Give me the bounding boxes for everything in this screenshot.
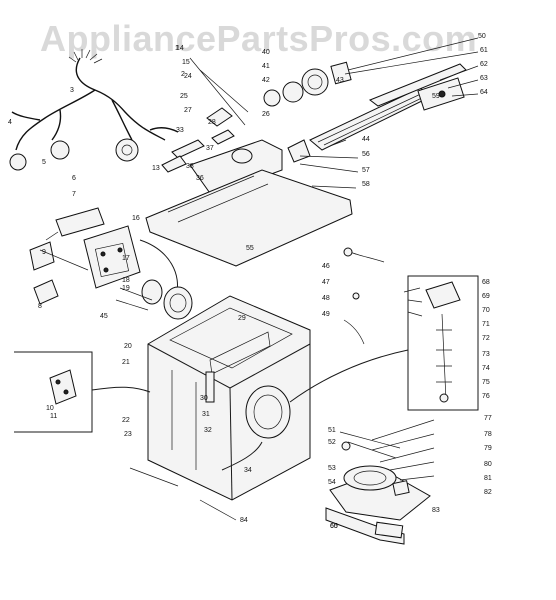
callout-80: 80 bbox=[484, 461, 492, 468]
callout-72: 72 bbox=[482, 335, 490, 342]
leader-lines bbox=[129, 37, 479, 521]
callout-61: 61 bbox=[480, 47, 488, 54]
callout-29: 29 bbox=[238, 315, 246, 322]
callout-71: 71 bbox=[482, 321, 490, 328]
callout-21: 21 bbox=[122, 359, 130, 366]
callout-5: 5 bbox=[42, 159, 46, 166]
callout-65: 65 bbox=[330, 523, 338, 530]
callout-53: 53 bbox=[328, 465, 336, 472]
callout-38: 38 bbox=[186, 163, 194, 170]
callout-36: 36 bbox=[196, 175, 204, 182]
callout-81: 81 bbox=[484, 475, 492, 482]
callout-2: 2 bbox=[181, 71, 185, 78]
callout-22: 22 bbox=[122, 417, 130, 424]
callout-6: 6 bbox=[72, 175, 76, 182]
callout-3: 3 bbox=[70, 87, 74, 94]
callout-63: 63 bbox=[480, 75, 488, 82]
callout-7: 7 bbox=[72, 191, 76, 198]
callout-75: 75 bbox=[482, 379, 490, 386]
callout-74: 74 bbox=[482, 365, 490, 372]
callout-46: 46 bbox=[322, 263, 330, 270]
callout-57: 57 bbox=[362, 167, 370, 174]
callout-45: 45 bbox=[100, 313, 108, 320]
callout-19: 19 bbox=[122, 285, 130, 292]
callout-28: 28 bbox=[208, 119, 216, 126]
callout-1: 1 bbox=[175, 45, 179, 52]
top-cover bbox=[145, 139, 353, 267]
callout-50: 50 bbox=[478, 33, 486, 40]
callout-14: 14 bbox=[176, 45, 184, 52]
callout-8: 8 bbox=[38, 303, 42, 310]
callout-40: 40 bbox=[262, 49, 270, 56]
callout-55: 55 bbox=[246, 245, 254, 252]
callout-33: 33 bbox=[176, 127, 184, 134]
callout-60: 60 bbox=[330, 523, 338, 530]
pump-assembly bbox=[325, 431, 431, 545]
callout-59: 59 bbox=[432, 93, 440, 100]
callout-24: 24 bbox=[184, 73, 192, 80]
callout-84: 84 bbox=[240, 517, 248, 524]
bracket-parts bbox=[29, 207, 105, 305]
callout-51: 51 bbox=[328, 427, 336, 434]
callout-58: 58 bbox=[362, 181, 370, 188]
callout-52: 52 bbox=[328, 439, 336, 446]
callout-25: 25 bbox=[180, 93, 188, 100]
callout-17: 17 bbox=[122, 255, 130, 262]
callout-64: 64 bbox=[480, 89, 488, 96]
callout-77: 77 bbox=[484, 415, 492, 422]
callout-78: 78 bbox=[484, 431, 492, 438]
callout-47: 47 bbox=[322, 279, 330, 286]
callout-26: 26 bbox=[262, 111, 270, 118]
callout-49: 49 bbox=[322, 311, 330, 318]
control-panel-parts bbox=[161, 57, 467, 173]
watermark-text: AppliancePartsPros.com bbox=[40, 18, 478, 59]
callout-43: 43 bbox=[336, 77, 344, 84]
callout-31: 31 bbox=[202, 411, 210, 418]
callout-27: 27 bbox=[184, 107, 192, 114]
callout-4: 4 bbox=[8, 119, 12, 126]
wire-harness bbox=[9, 49, 179, 171]
callout-54: 54 bbox=[328, 479, 336, 486]
callout-13: 13 bbox=[152, 165, 160, 172]
callout-20: 20 bbox=[124, 343, 132, 350]
callout-34: 34 bbox=[244, 467, 252, 474]
callout-73: 73 bbox=[482, 351, 490, 358]
callout-83: 83 bbox=[432, 507, 440, 514]
callout-70: 70 bbox=[482, 307, 490, 314]
callout-41: 41 bbox=[262, 63, 270, 70]
callout-15: 15 bbox=[182, 59, 190, 66]
cabinet bbox=[147, 295, 311, 501]
callout-37: 37 bbox=[206, 145, 214, 152]
callout-18: 18 bbox=[122, 277, 130, 284]
callout-9: 9 bbox=[42, 249, 46, 256]
inset-right-switch bbox=[289, 275, 479, 411]
callout-76: 76 bbox=[482, 393, 490, 400]
blower-assembly bbox=[83, 225, 193, 320]
inset-left-terminal bbox=[14, 351, 151, 433]
callout-48: 48 bbox=[322, 295, 330, 302]
callout-23: 23 bbox=[124, 431, 132, 438]
callout-62: 62 bbox=[480, 61, 488, 68]
callout-44: 44 bbox=[362, 136, 370, 143]
hardware-right bbox=[343, 247, 385, 345]
callout-56: 56 bbox=[362, 151, 370, 158]
callout-labels: 1234567891011131415161718192021222324252… bbox=[8, 33, 492, 530]
callout-32: 32 bbox=[204, 427, 212, 434]
callout-42: 42 bbox=[262, 77, 270, 84]
callout-79: 79 bbox=[484, 445, 492, 452]
callout-82: 82 bbox=[484, 489, 492, 496]
callout-30: 30 bbox=[200, 395, 208, 402]
callout-11: 11 bbox=[50, 413, 57, 420]
callout-10: 10 bbox=[46, 405, 54, 412]
callout-69: 69 bbox=[482, 293, 490, 300]
callout-16: 16 bbox=[132, 215, 140, 222]
callout-68: 68 bbox=[482, 279, 490, 286]
